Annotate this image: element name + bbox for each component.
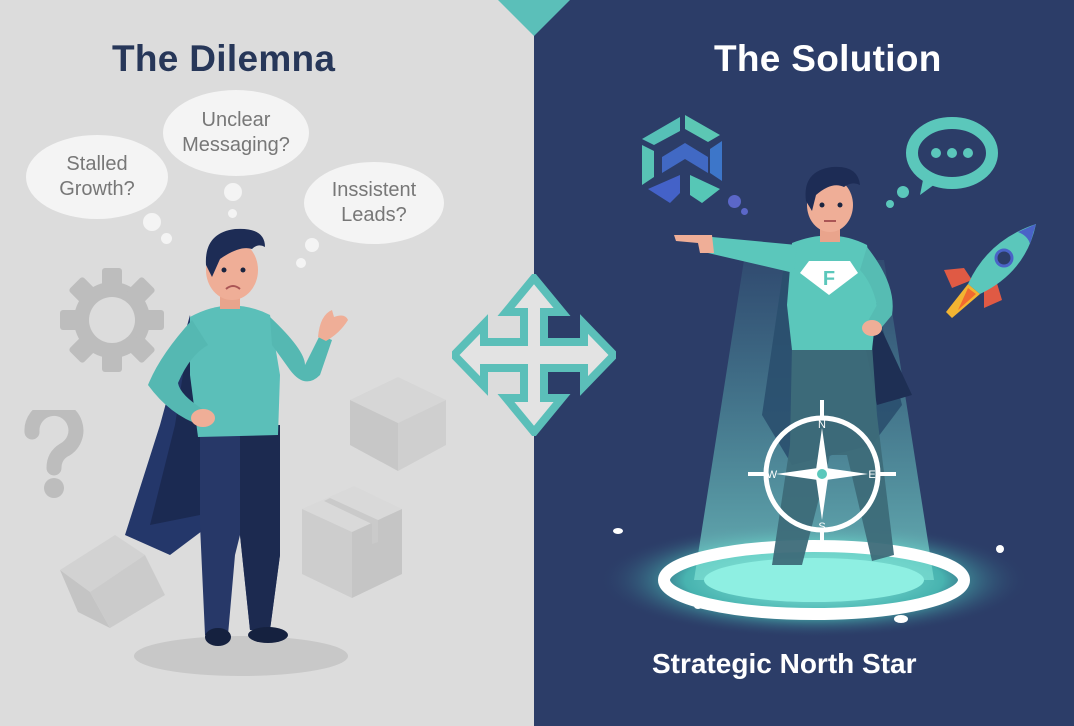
sparkle [996,545,1004,553]
strategic-north-star-caption: Strategic North Star [652,648,917,679]
compass-icon: N S W E [748,400,896,548]
sparkle [894,615,908,623]
solution-panel: The Solution [534,0,1074,726]
thought-dot [741,208,748,215]
worried-hero-figure [125,228,348,646]
thought-dot [296,258,306,268]
solution-title: The Solution [714,38,942,79]
ground-shadow [134,636,348,676]
top-center-notch [498,0,570,36]
chest-emblem: F [823,268,835,290]
rocket-icon [944,224,1036,318]
sparkle [694,603,702,609]
thought-dot [305,238,319,252]
compass-east: E [868,469,875,481]
chat-bubble-icon [906,117,998,195]
dilemma-title: The Dilemna [112,38,336,79]
four-way-arrow-icon [452,274,616,436]
compass-south: S [818,521,825,533]
box-icon [350,377,446,471]
box-icon [60,535,165,628]
compass-north: N [818,419,826,431]
sparkle [613,528,623,534]
thought-dot [728,195,741,208]
thought-dot [143,213,161,231]
gear-icon [60,268,164,372]
thought-dot [886,200,894,208]
thought-dot [897,186,909,198]
cube-logo-icon [642,115,722,203]
box-icon [302,486,402,598]
thought-dot [161,233,172,244]
thought-dot [224,183,242,201]
thought-dot [228,209,237,218]
compass-west: W [767,469,778,481]
question-mark-icon [24,410,84,498]
